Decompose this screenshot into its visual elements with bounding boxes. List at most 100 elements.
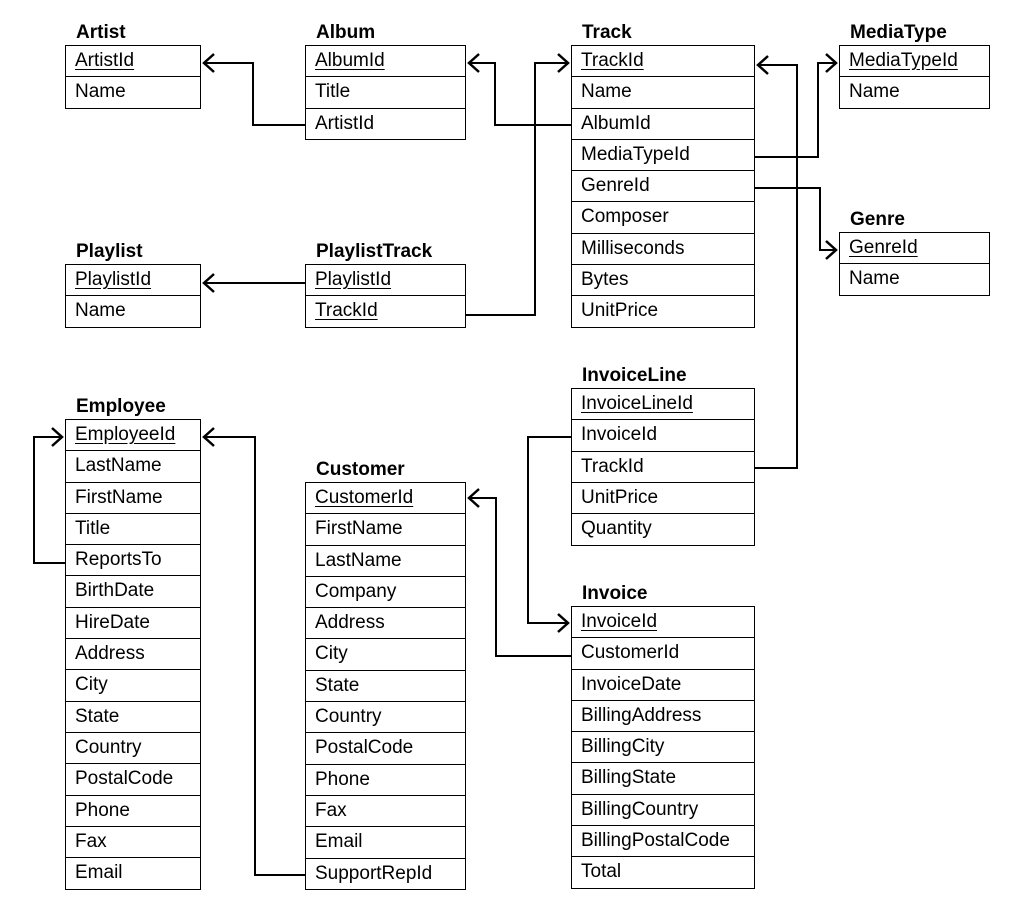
field-label: PostalCode xyxy=(315,737,414,759)
field-label: PlaylistId xyxy=(75,269,152,290)
album-field-albumid: AlbumId xyxy=(306,46,465,78)
field-label: AlbumId xyxy=(581,112,651,134)
field-label: Total xyxy=(581,861,622,883)
track-field-milliseconds: Milliseconds xyxy=(572,234,754,266)
field-label: Milliseconds xyxy=(581,237,685,259)
field-label: LastName xyxy=(315,549,402,571)
field-label: State xyxy=(75,705,120,727)
field-label: Composer xyxy=(581,206,669,228)
invoice-field-billingstate: BillingState xyxy=(572,763,754,795)
connector-track-mediatype xyxy=(755,62,836,158)
field-label: Name xyxy=(849,268,900,290)
field-label: TrackId xyxy=(581,50,644,71)
field-label: Phone xyxy=(75,799,130,821)
customer-field-supportrepid: SupportRepId xyxy=(306,859,465,890)
field-label: Quantity xyxy=(581,518,652,540)
field-label: GenreId xyxy=(849,237,918,258)
field-label: InvoiceDate xyxy=(581,673,682,695)
field-label: BillingPostalCode xyxy=(581,830,730,852)
employee-field-employeeid: EmployeeId xyxy=(66,420,200,452)
invoice-field-invoiceid: InvoiceId xyxy=(572,607,754,639)
field-label: Country xyxy=(75,736,142,758)
field-label: Address xyxy=(75,643,145,665)
employee-field-city: City xyxy=(66,670,200,702)
field-label: PlaylistId xyxy=(315,269,392,290)
field-label: Name xyxy=(581,81,632,103)
field-label: BillingAddress xyxy=(581,704,702,726)
arrowhead-invoice-invoiceid xyxy=(557,613,570,633)
invoice-table-title: Invoice xyxy=(582,583,648,604)
field-label: Name xyxy=(75,81,126,103)
field-label: UnitPrice xyxy=(581,486,659,508)
field-label: Fax xyxy=(75,830,107,852)
track-field-composer: Composer xyxy=(572,202,754,234)
field-label: MediaTypeId xyxy=(581,143,690,165)
track-field-name: Name xyxy=(572,77,754,109)
employee-field-hiredate: HireDate xyxy=(66,608,200,640)
field-label: InvoiceLineId xyxy=(581,393,693,414)
field-label: TrackId xyxy=(581,455,644,477)
field-label: BillingState xyxy=(581,767,677,789)
customer-field-firstname: FirstName xyxy=(306,514,465,546)
field-label: BirthDate xyxy=(75,580,155,602)
field-label: FirstName xyxy=(315,518,403,540)
field-label: State xyxy=(315,674,360,696)
field-label: Name xyxy=(75,300,126,322)
mediatype-field-name: Name xyxy=(840,77,989,108)
field-label: EmployeeId xyxy=(75,424,176,445)
employee-field-postalcode: PostalCode xyxy=(66,764,200,796)
connector-album-artist xyxy=(204,62,305,126)
artist-field-name: Name xyxy=(66,77,200,108)
field-label: AlbumId xyxy=(315,50,385,71)
field-label: Email xyxy=(75,862,123,884)
genre-table-title: Genre xyxy=(850,209,905,230)
arrowhead-employee-employeeid-right xyxy=(202,427,215,447)
field-label: CustomerId xyxy=(581,642,680,664)
arrowhead-genre-genreid xyxy=(825,240,838,260)
customer-field-customerid: CustomerId xyxy=(306,483,465,515)
field-label: City xyxy=(75,674,108,696)
invoiceline-field-invoicelineid: InvoiceLineId xyxy=(572,389,754,421)
artist-table-title: Artist xyxy=(76,22,126,43)
field-label: CustomerId xyxy=(315,487,414,508)
invoice-field-customerid: CustomerId xyxy=(572,638,754,670)
employee-field-address: Address xyxy=(66,639,200,671)
arrowhead-mediatype-mediatypeid xyxy=(825,53,838,73)
connector-track-album xyxy=(469,62,571,126)
customer-field-address: Address xyxy=(306,608,465,640)
track-field-bytes: Bytes xyxy=(572,265,754,297)
invoiceline-field-invoiceid: InvoiceId xyxy=(572,420,754,452)
employee-field-birthdate: BirthDate xyxy=(66,576,200,608)
connector-track-genre xyxy=(755,187,836,251)
employee-field-phone: Phone xyxy=(66,796,200,827)
field-label: FirstName xyxy=(75,486,163,508)
invoice-field-billingcountry: BillingCountry xyxy=(572,795,754,827)
field-label: Address xyxy=(315,612,385,634)
track-table-title: Track xyxy=(582,22,632,43)
connector-invoiceline-invoice xyxy=(527,436,571,624)
track-field-albumid: AlbumId xyxy=(572,109,754,140)
employee-table-title: Employee xyxy=(76,396,166,417)
track-field-genreid: GenreId xyxy=(572,171,754,203)
customer-field-email: Email xyxy=(306,827,465,859)
artist-field-artistid: ArtistId xyxy=(66,46,200,78)
playlisttrack-table-title: PlaylistTrack xyxy=(316,241,433,262)
track-field-mediatypeid: MediaTypeId xyxy=(572,140,754,172)
employee-field-firstname: FirstName xyxy=(66,483,200,514)
field-label: Name xyxy=(849,81,900,103)
field-label: Country xyxy=(315,706,382,728)
field-label: ArtistId xyxy=(75,50,135,71)
field-label: InvoiceId xyxy=(581,611,658,632)
customer-field-state: State xyxy=(306,671,465,703)
customer-table-title: Customer xyxy=(316,459,405,480)
customer-field-phone: Phone xyxy=(306,765,465,796)
connector-invoiceline-track xyxy=(755,64,798,469)
field-label: Fax xyxy=(315,799,347,821)
